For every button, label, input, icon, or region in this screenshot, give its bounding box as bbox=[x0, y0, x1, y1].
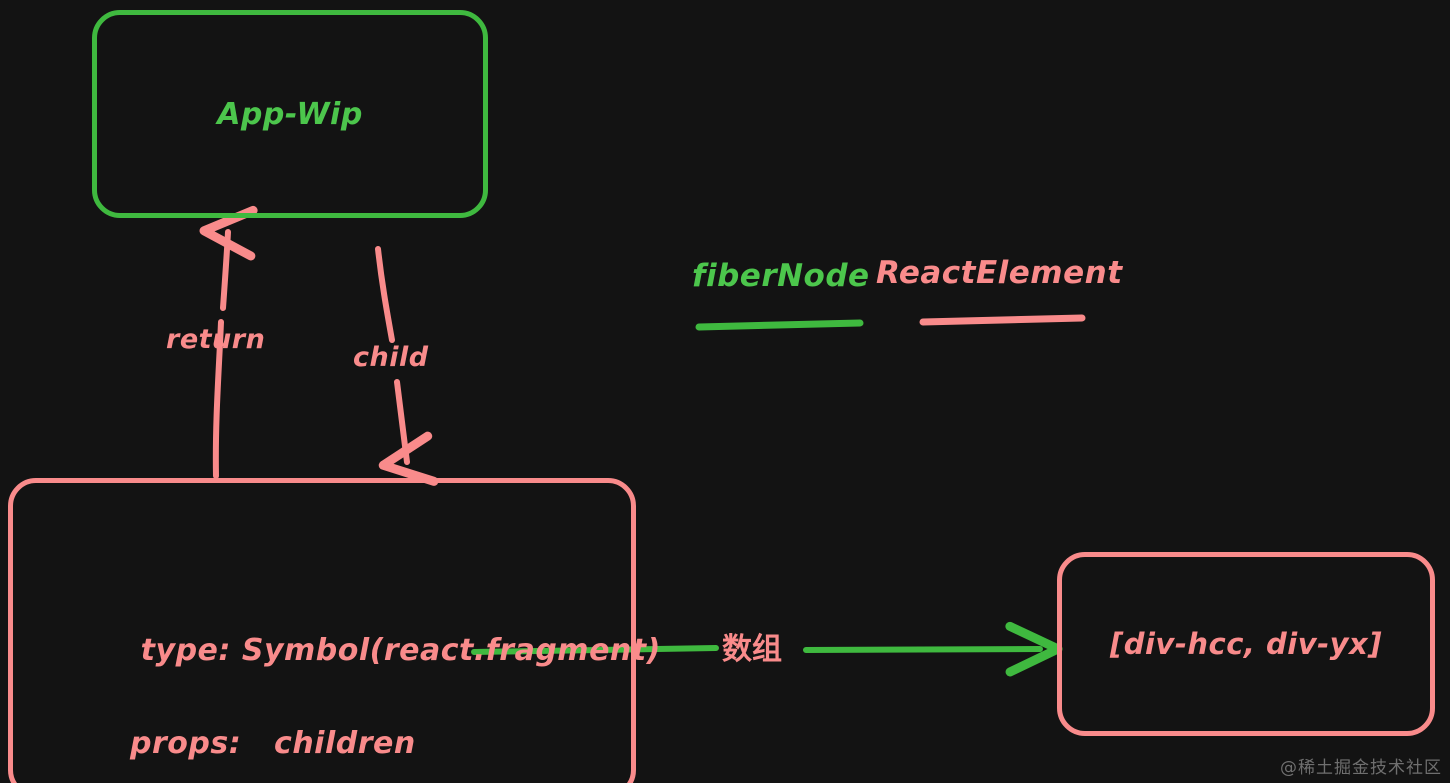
legend-label-fibernode: fiberNode bbox=[692, 258, 870, 294]
watermark: @稀土掘金技术社区 bbox=[1280, 758, 1442, 778]
legend-underline-fibernode bbox=[695, 319, 864, 331]
legend-underline-reactelement bbox=[919, 314, 1086, 326]
edge-label-array: 数组 bbox=[722, 632, 782, 667]
edge-label-child: child bbox=[353, 342, 429, 373]
node-fragment[interactable]: type: Symbol(react.fragment) props: chil… bbox=[8, 478, 660, 783]
legend-item-fibernode: fiberNode bbox=[692, 258, 870, 294]
legend-item-reactelement: ReactElement bbox=[876, 255, 1123, 291]
legend-label-reactelement: ReactElement bbox=[876, 255, 1123, 291]
node-fragment-type-line: type: Symbol(react.fragment) bbox=[140, 632, 661, 668]
node-fragment-text: type: Symbol(react.fragment) props: chil… bbox=[75, 581, 661, 783]
node-fragment-props-line: props: children bbox=[130, 725, 416, 761]
legend-underlines bbox=[695, 314, 1086, 331]
node-children-array[interactable]: [div-hcc, div-yx] bbox=[1057, 552, 1435, 736]
node-children-array-label: [div-hcc, div-yx] bbox=[1109, 627, 1383, 661]
node-app-wip-label: App-Wip bbox=[217, 96, 363, 132]
edge-label-return: return bbox=[166, 324, 266, 355]
node-app-wip[interactable]: App-Wip bbox=[92, 10, 488, 218]
